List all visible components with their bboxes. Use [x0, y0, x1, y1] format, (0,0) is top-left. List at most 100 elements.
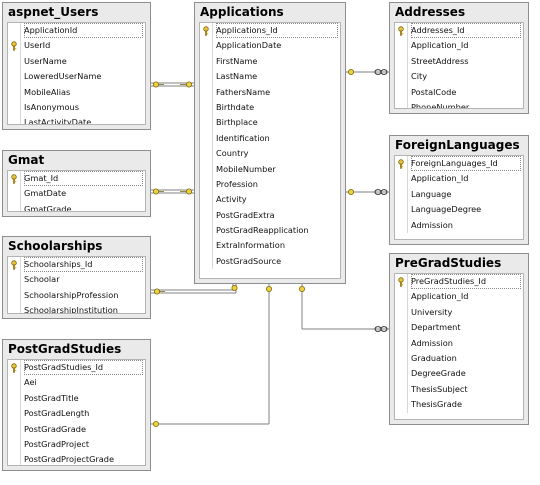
column-row[interactable]: SchoolarshipProfession	[8, 287, 145, 304]
column-row[interactable]: Department	[395, 320, 523, 336]
column-row[interactable]: FirstName	[200, 53, 340, 70]
column-row[interactable]: LanguageDegree	[395, 202, 523, 218]
column-name: Admission	[411, 337, 453, 348]
column-row[interactable]: Country	[200, 146, 340, 162]
key-end-icon	[180, 81, 192, 88]
column-row[interactable]: PostGradLength	[8, 406, 145, 422]
primary-key-icon	[8, 360, 21, 376]
row-selector	[8, 287, 21, 304]
column-row[interactable]: Birthplace	[200, 115, 340, 131]
column-name: IsAnonymous	[24, 101, 79, 112]
column-row[interactable]: PostGradProjectGrade	[8, 452, 145, 465]
relationship-applications-postgradstudies[interactable]	[151, 284, 270, 425]
column-row[interactable]: Application_Id	[395, 38, 523, 54]
relationship-applications-pregradstudies[interactable]	[301, 284, 389, 330]
column-row[interactable]: LastActivityDate	[8, 115, 145, 124]
relationship-scholarships-applications[interactable]	[151, 284, 237, 294]
relationship-gmat-applications[interactable]	[151, 189, 194, 194]
table-title: Schoolarships	[8, 239, 103, 253]
column-row[interactable]: University	[395, 304, 523, 321]
column-row[interactable]: UserName	[8, 53, 145, 70]
column-row[interactable]: StreetAddress	[395, 53, 523, 70]
column-row[interactable]: ApplicationId	[8, 23, 145, 39]
table-title: Addresses	[395, 5, 466, 19]
column-row[interactable]: ThesisGrade	[395, 397, 523, 413]
column-row[interactable]: Identification	[200, 130, 340, 147]
column-row[interactable]: PostGradGrade	[8, 421, 145, 437]
column-row[interactable]: LastName	[200, 69, 340, 85]
column-row[interactable]: Application_Id	[395, 289, 523, 305]
column-row[interactable]: GmatDate	[8, 186, 145, 202]
column-row[interactable]: SchoolarshipInstitution	[8, 303, 145, 313]
primary-key-icon	[200, 23, 213, 39]
column-row[interactable]: Graduation	[395, 350, 523, 367]
row-selector	[200, 207, 213, 224]
column-row[interactable]: Admission	[395, 335, 523, 351]
column-name: Birthdate	[216, 101, 255, 112]
column-row[interactable]: ForeignLanguages_Id	[395, 156, 523, 172]
table-title: Applications	[200, 5, 284, 19]
column-row[interactable]: FathersName	[200, 84, 340, 100]
column-row[interactable]: ExtraInformation	[200, 238, 340, 254]
column-row[interactable]: PostalCode	[395, 84, 523, 100]
column-row[interactable]: PostGradExtra	[200, 207, 340, 224]
column-name: Application_Id	[411, 40, 469, 51]
column-row[interactable]: Language	[395, 186, 523, 203]
column-row[interactable]: UserId	[8, 38, 145, 54]
column-name: GmatGrade	[24, 203, 72, 212]
column-row[interactable]: PostGradStudies_Id	[8, 360, 145, 376]
column-name: PostalCode	[411, 86, 457, 97]
column-name: DegreeGrade	[411, 368, 466, 379]
column-row[interactable]: PostGradProject	[8, 436, 145, 453]
row-selector	[8, 303, 21, 313]
column-row[interactable]: Schoolarships_Id	[8, 257, 145, 273]
row-selector	[8, 406, 21, 422]
column-row[interactable]: MobileNumber	[200, 161, 340, 177]
column-row[interactable]: Birthdate	[200, 99, 340, 116]
row-selector	[395, 84, 408, 100]
column-row[interactable]: ThesisSubject	[395, 381, 523, 398]
row-selector	[8, 421, 21, 437]
column-row[interactable]: DegreeGrade	[395, 366, 523, 382]
column-row[interactable]: LoweredUserName	[8, 69, 145, 85]
column-row[interactable]: City	[395, 69, 523, 85]
column-row[interactable]: MobileAlias	[8, 84, 145, 100]
column-row[interactable]: PreGradStudies_Id	[395, 274, 523, 290]
column-row[interactable]: PhoneNumber	[395, 99, 523, 108]
key-end-icon	[347, 188, 354, 195]
column-name: Schoolar	[24, 274, 60, 285]
column-row[interactable]: Profession	[200, 176, 340, 193]
row-selector	[395, 69, 408, 85]
row-selector	[8, 99, 21, 116]
column-row[interactable]: Applications_Id	[200, 23, 340, 39]
row-selector	[8, 186, 21, 202]
row-selector	[395, 171, 408, 187]
column-row[interactable]: PostGradSource	[200, 253, 340, 270]
column-row[interactable]: Application_Id	[395, 171, 523, 187]
column-name: PostGradStudies_Id	[24, 360, 143, 376]
column-row[interactable]: PostGradReapplication	[200, 223, 340, 239]
column-row[interactable]: Activity	[200, 192, 340, 208]
column-row[interactable]: IsAnonymous	[8, 99, 145, 116]
column-row[interactable]: Addresses_Id	[395, 23, 523, 39]
column-row[interactable]: GmatGrade	[8, 201, 145, 212]
column-name: Addresses_Id	[411, 23, 521, 39]
column-row[interactable]: Aei	[8, 375, 145, 391]
column-name: StreetAddress	[411, 55, 469, 66]
column-row[interactable]: ApplicationDate	[200, 38, 340, 54]
column-row[interactable]: Admission	[395, 217, 523, 233]
row-selector	[8, 390, 21, 407]
column-row[interactable]: PostGradTitle	[8, 390, 145, 407]
row-selector	[200, 146, 213, 162]
column-row[interactable]: Gmat_Id	[8, 171, 145, 187]
column-row[interactable]: Schoolar	[8, 272, 145, 288]
relationship-users-applications[interactable]	[151, 82, 194, 87]
